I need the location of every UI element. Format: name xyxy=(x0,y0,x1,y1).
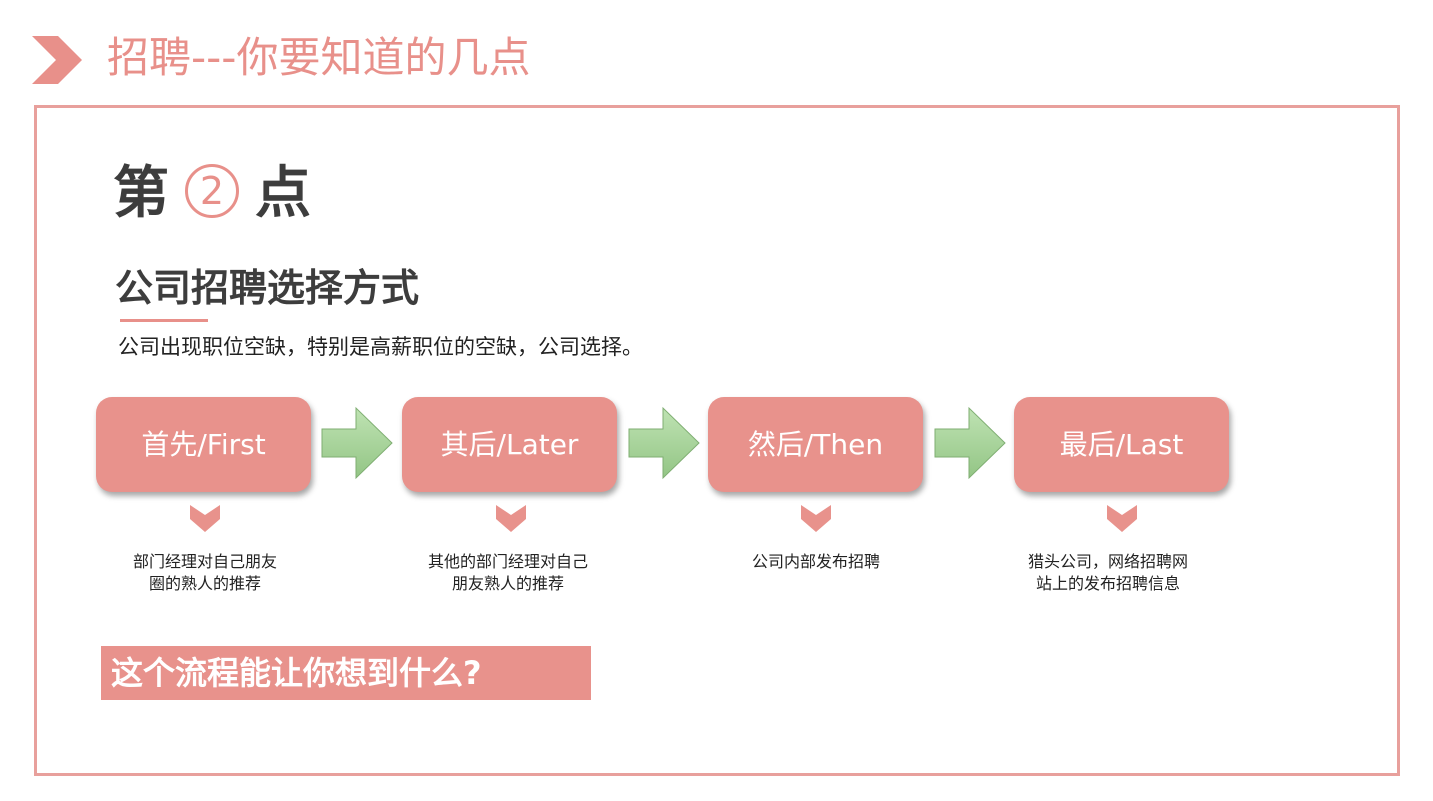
step-desc-line: 朋友熟人的推荐 xyxy=(451,574,564,593)
arrow-right-icon xyxy=(934,406,1006,480)
step-desc-later: 其他的部门经理对自己 朋友熟人的推荐 xyxy=(408,551,608,595)
section-heading: 公司招聘选择方式 xyxy=(115,266,420,310)
step-desc-first: 部门经理对自己朋友 圈的熟人的推荐 xyxy=(105,551,305,595)
chevron-down-icon xyxy=(496,505,526,532)
step-box-then: 然后/Then xyxy=(708,397,923,492)
step-desc-then: 公司内部发布招聘 xyxy=(716,551,916,573)
heading-underline xyxy=(120,319,208,322)
step-desc-line: 部门经理对自己朋友 xyxy=(132,552,277,571)
arrow-right-icon xyxy=(628,406,700,480)
point-prefix: 第 xyxy=(113,161,169,226)
slide-title: 招聘---你要知道的几点 xyxy=(107,33,531,82)
chevron-down-icon xyxy=(1107,505,1137,532)
point-suffix: 点 xyxy=(255,161,311,226)
step-desc-line: 站上的发布招聘信息 xyxy=(1035,574,1180,593)
step-box-later: 其后/Later xyxy=(402,397,617,492)
intro-text: 公司出现职位空缺，特别是高薪职位的空缺，公司选择。 xyxy=(118,335,643,359)
step-desc-line: 猎头公司，网络招聘网 xyxy=(1027,552,1188,571)
step-desc-line: 其他的部门经理对自己 xyxy=(427,552,588,571)
point-number-badge: 2 xyxy=(185,164,239,218)
chevron-right-icon xyxy=(32,36,82,84)
step-desc-line: 圈的熟人的推荐 xyxy=(148,574,261,593)
step-desc-last: 猎头公司，网络招聘网 站上的发布招聘信息 xyxy=(1008,551,1208,595)
arrow-right-icon xyxy=(321,406,393,480)
step-box-last: 最后/Last xyxy=(1014,397,1229,492)
step-desc-line: 公司内部发布招聘 xyxy=(751,552,880,571)
content-frame xyxy=(34,105,1400,776)
chevron-down-icon xyxy=(801,505,831,532)
step-box-first: 首先/First xyxy=(96,397,311,492)
chevron-down-icon xyxy=(190,505,220,532)
question-banner: 这个流程能让你想到什么? xyxy=(101,646,591,700)
